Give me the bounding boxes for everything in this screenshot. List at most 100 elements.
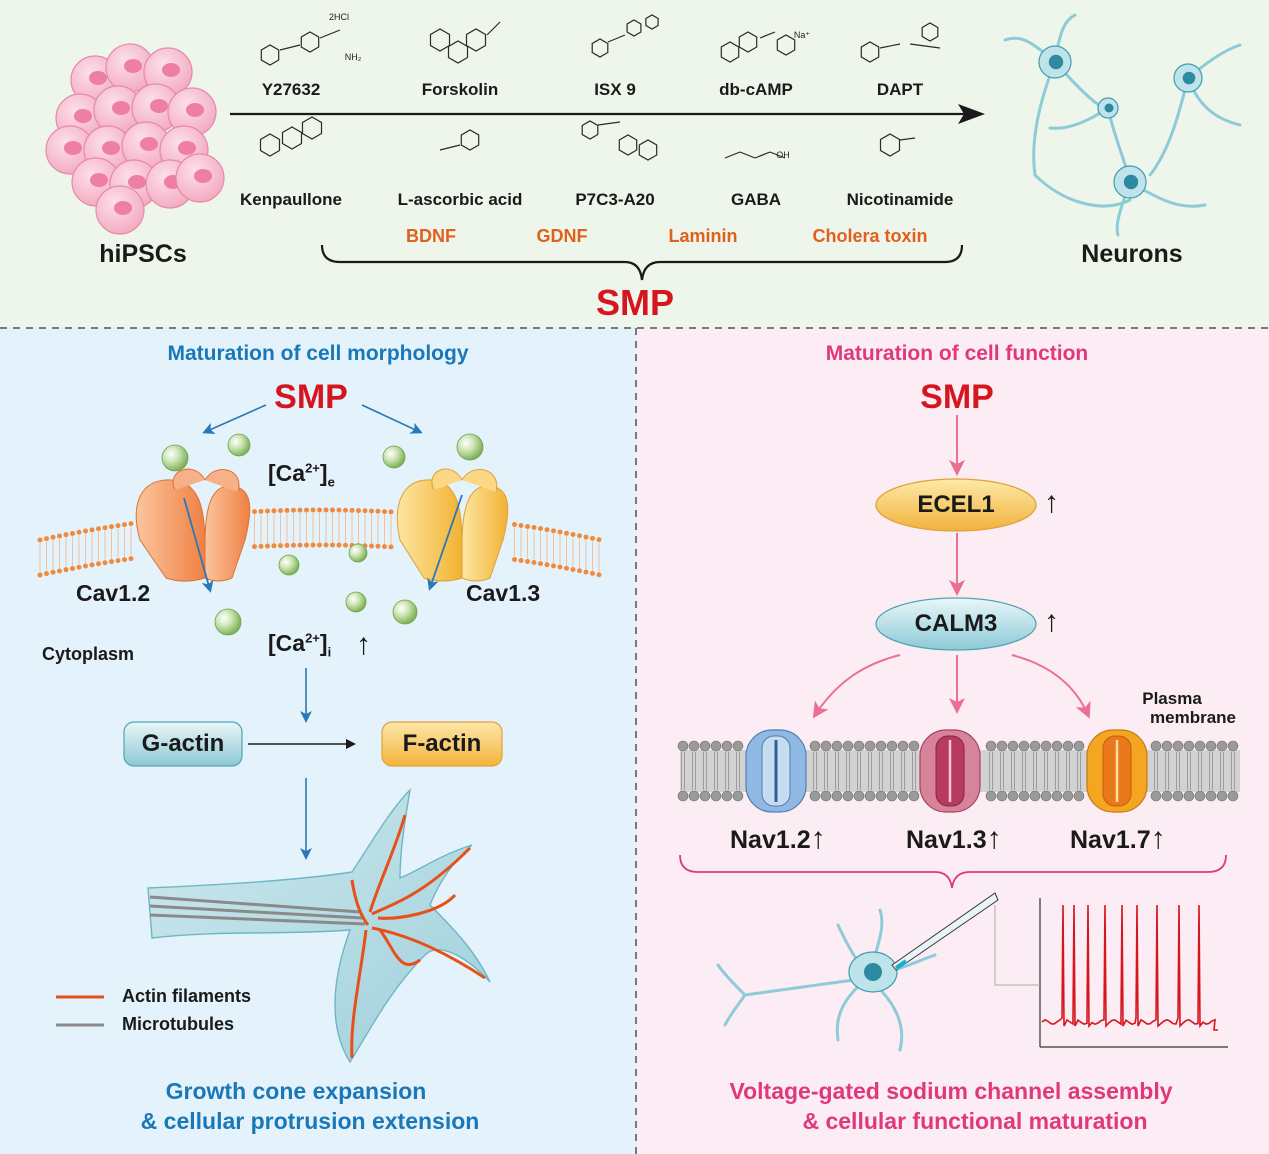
- lipid-head: [596, 537, 602, 543]
- drug-label-p7c3-a20: P7C3-A20: [575, 190, 655, 209]
- neuron-nucleus: [1182, 71, 1196, 85]
- drug-label-kenpaullone: Kenpaullone: [239, 190, 343, 209]
- lipid-head: [853, 790, 865, 802]
- hipsc-nucleus: [194, 169, 212, 183]
- lipid-head: [265, 508, 270, 514]
- lipid-head: [518, 522, 524, 528]
- lipid-head: [551, 563, 556, 569]
- calcium-ion: [348, 543, 368, 563]
- lipid-head: [732, 740, 744, 752]
- g-actin-label: G-actin: [141, 730, 225, 757]
- lipid-head: [291, 542, 296, 548]
- nav13-label: Nav1.3↑: [906, 822, 1002, 855]
- lipid-head: [864, 740, 876, 752]
- lipid-head: [115, 558, 121, 564]
- bond-line: [597, 121, 621, 126]
- bond-line: [759, 31, 776, 39]
- lipid-head: [1007, 790, 1019, 802]
- lipid-head: [518, 557, 524, 563]
- bond-line: [607, 34, 626, 43]
- f-actin-label: F-actin: [402, 730, 482, 757]
- calcium-ion: [382, 445, 406, 469]
- lipid-head: [330, 507, 335, 513]
- lipid-head: [122, 522, 127, 528]
- structure-text-oh: OH: [776, 150, 790, 160]
- lipid-head: [278, 508, 283, 514]
- right-caption-line1: Voltage-gated sodium channel assembly: [729, 1078, 1173, 1104]
- lipid-head: [886, 790, 898, 802]
- ecel1-label: ECEL1: [917, 491, 995, 518]
- factor-label-cholera-toxin: Cholera toxin: [812, 226, 928, 246]
- lipid-head: [70, 565, 75, 571]
- smp-combined-label: SMP: [595, 282, 675, 323]
- cell-membrane: [37, 507, 602, 578]
- lipid-head: [710, 790, 722, 802]
- lipid-head: [820, 740, 832, 752]
- lipid-head: [1029, 740, 1041, 752]
- drug-label-db-camp: db-cAMP: [719, 80, 793, 99]
- calcium-ion: [392, 599, 418, 625]
- lipid-head: [688, 790, 700, 802]
- lipid-head: [1062, 790, 1074, 802]
- smp-to-cav13-arrow: [361, 404, 423, 434]
- lipid-head: [596, 572, 602, 578]
- lipid-head: [70, 530, 75, 536]
- right-caption-line2: & cellular functional maturation: [802, 1108, 1148, 1134]
- chemical-structures: [259, 14, 941, 161]
- lipid-head: [820, 790, 832, 802]
- hipsc-nucleus: [140, 137, 158, 151]
- calm3-label: CALM3: [914, 610, 998, 637]
- lipid-head: [531, 560, 537, 566]
- lipid-head: [323, 542, 329, 548]
- left-panel-background: [0, 328, 636, 1154]
- bond-line: [899, 137, 916, 141]
- hipsc-nucleus: [74, 109, 92, 123]
- ring-bond: [465, 28, 487, 52]
- lipid-head: [122, 557, 127, 563]
- hipsc-nucleus: [186, 103, 204, 117]
- lipid-head: [369, 508, 374, 514]
- lipid-head: [297, 507, 303, 513]
- neuron-nucleus: [1123, 174, 1139, 190]
- lipid-head: [557, 564, 563, 570]
- lipid-head: [310, 542, 316, 548]
- lipid-head: [76, 564, 82, 570]
- lipid-head: [1216, 790, 1228, 802]
- lipid-head: [1161, 790, 1173, 802]
- bond-line: [909, 43, 941, 49]
- lipid-head: [831, 790, 843, 802]
- lipid-head: [278, 543, 283, 549]
- lipid-head: [291, 507, 296, 513]
- nav17-channel: [1086, 729, 1148, 813]
- patch-pipette: [891, 892, 999, 971]
- ring-bond: [626, 19, 642, 37]
- lipid-head: [37, 572, 43, 578]
- legend-actin-label: Actin filaments: [122, 986, 252, 1006]
- ecel1-ellipse: [875, 478, 1037, 532]
- lipid-head: [317, 542, 322, 548]
- lipid-head: [809, 790, 821, 802]
- lipid-head: [996, 790, 1008, 802]
- lipid-head: [525, 523, 530, 529]
- ring-bond: [591, 38, 609, 58]
- lipid-head: [809, 740, 821, 752]
- drug-label-y27632: Y27632: [261, 80, 321, 99]
- lipid-head: [271, 543, 277, 549]
- lipid-head: [577, 568, 582, 574]
- calcium-ion: [227, 433, 251, 457]
- cav12-channel: [135, 468, 251, 593]
- drug-label-forskolin: Forskolin: [421, 80, 499, 99]
- lipid-head: [721, 790, 733, 802]
- cav13-label: Cav1.3: [466, 580, 541, 606]
- hipsc-cluster-illustration: [45, 43, 225, 235]
- lipid-head: [109, 524, 114, 530]
- lipid-head: [1161, 740, 1173, 752]
- lipid-head: [63, 567, 69, 573]
- right-panel-title: Maturation of cell function: [825, 342, 1089, 365]
- bond-line: [879, 43, 901, 49]
- lipid-head: [564, 530, 569, 536]
- lipid-head: [590, 535, 595, 541]
- lipid-head: [1194, 740, 1206, 752]
